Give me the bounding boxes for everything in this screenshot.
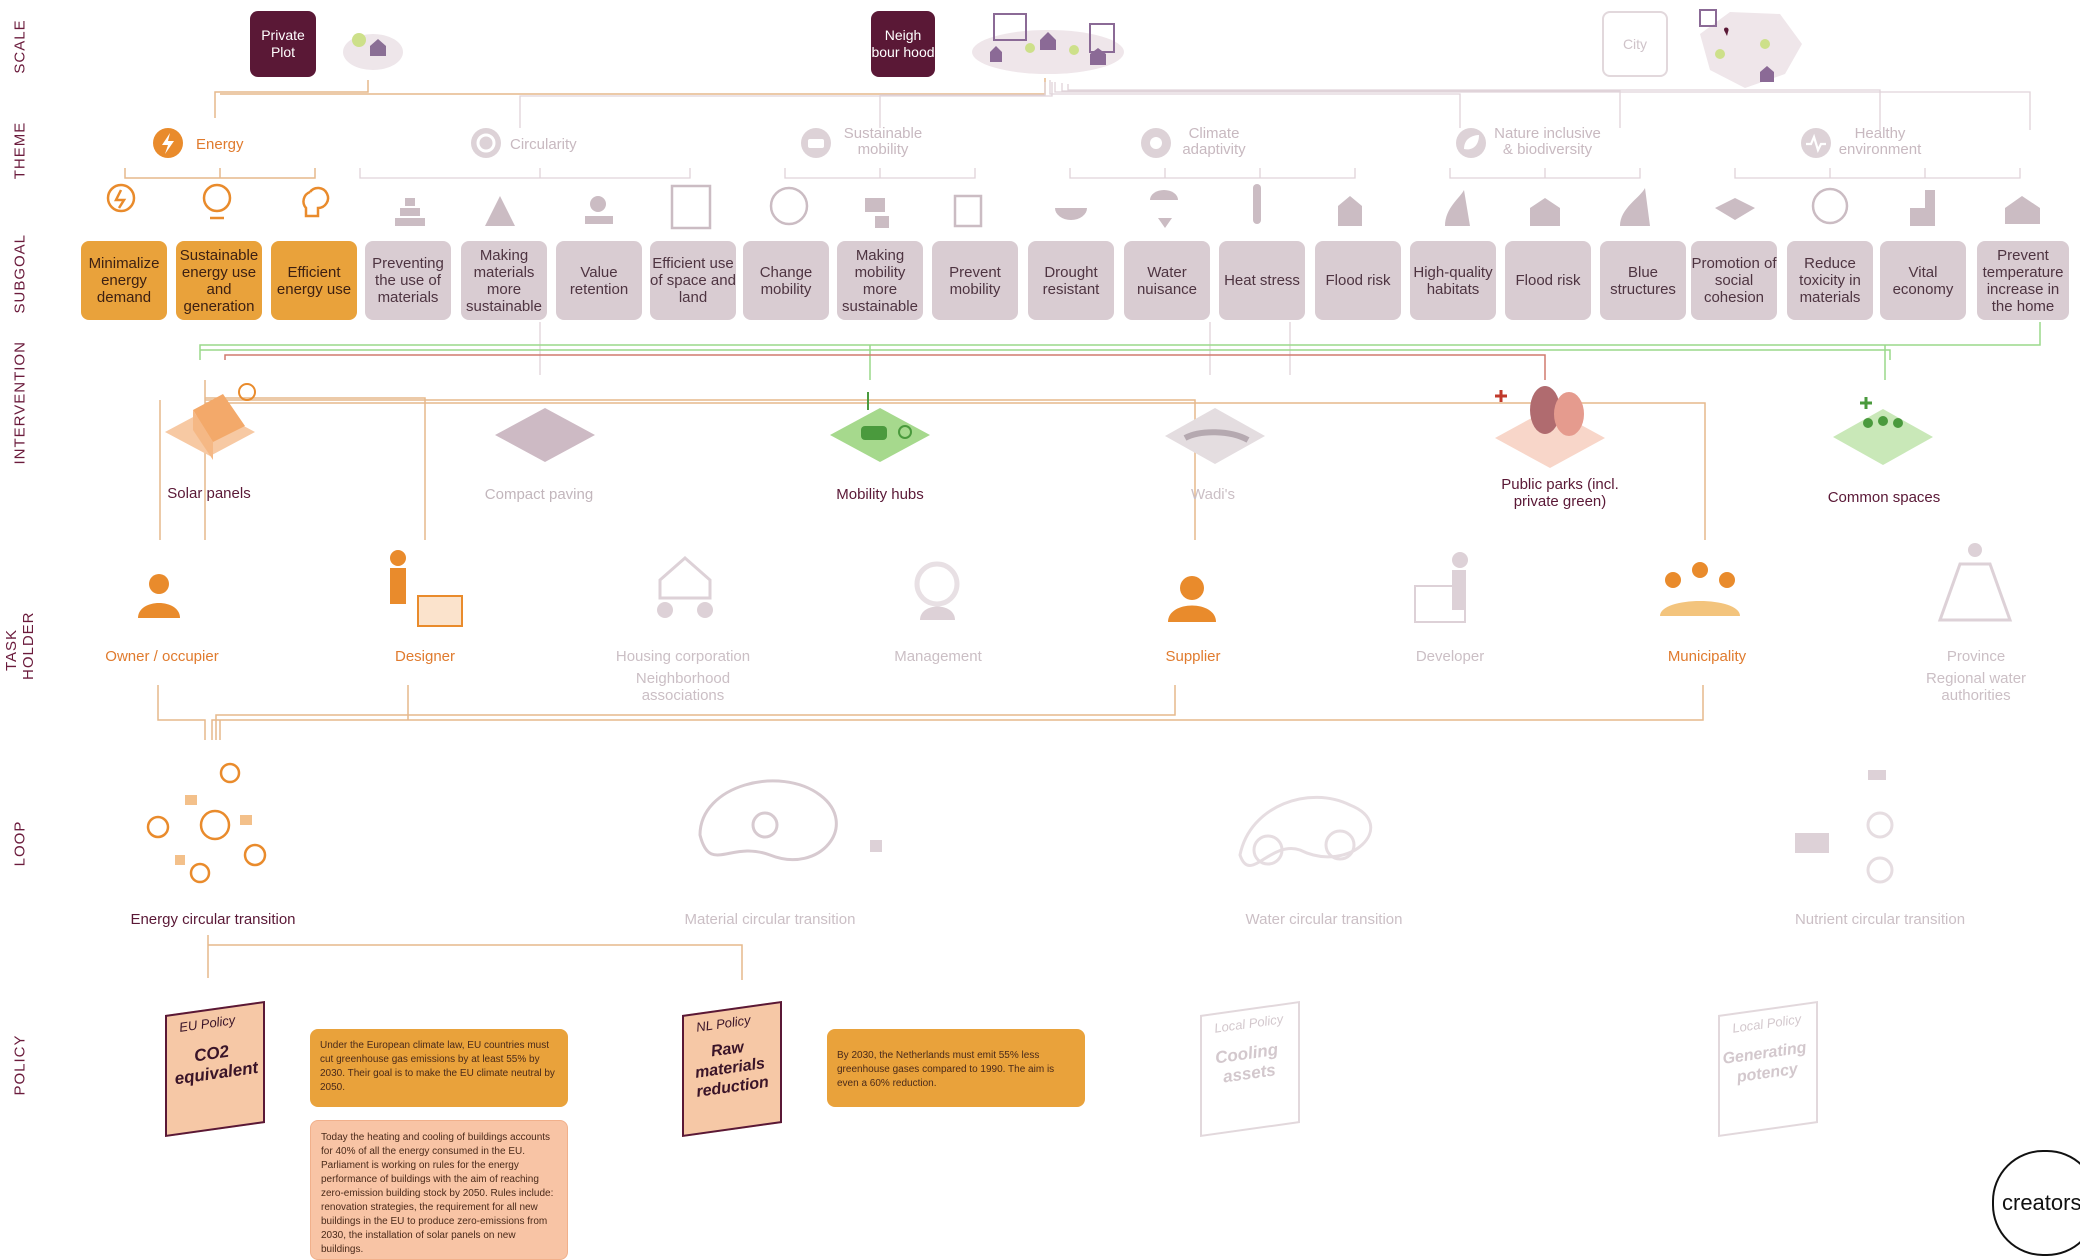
task-holder-housing-corporation[interactable]: Housing corporation (615, 648, 751, 665)
policy-note-eu-2: Today the heating and cooling of buildin… (310, 1120, 568, 1260)
wadi-icon (1165, 408, 1265, 464)
theme-energy[interactable]: Energy (196, 136, 244, 153)
subgoal-flood-risk-2[interactable]: Flood risk (1505, 241, 1591, 320)
leaf-icon (1456, 128, 1486, 158)
subgoal-prevent-temperature[interactable]: Prevent temperature increase in the home (1977, 241, 2069, 320)
policy-title-nl: Raw materials reduction (694, 1038, 770, 1101)
city-map-icon (1699, 9, 1802, 88)
subgoal-drought-resistant[interactable]: Drought resistant (1028, 241, 1114, 320)
task-holder-designer[interactable]: Designer (394, 648, 456, 665)
subgoal-preventing-materials[interactable]: Preventing the use of materials (365, 241, 451, 320)
task-holder-regional-water-authorities[interactable]: Regional water authorities (1925, 670, 2027, 704)
policy-note-nl-1: By 2030, the Netherlands must emit 55% l… (827, 1029, 1085, 1107)
mobility-hub-icon (830, 392, 930, 462)
subgoal-minimalize-energy-demand[interactable]: Minimalize energy demand (81, 241, 167, 320)
creators-badge[interactable]: creators (1992, 1150, 2080, 1256)
loop-material[interactable]: Material circular transition (684, 911, 856, 928)
policy-booklet-local-generating[interactable]: Local Policy Generating potency (1708, 1000, 1818, 1138)
task-holder-owner[interactable]: Owner / occupier (105, 648, 219, 665)
subgoal-flood-risk[interactable]: Flood risk (1315, 241, 1401, 320)
policy-booklet-eu[interactable]: EU Policy CO2 equivalent (155, 1000, 265, 1138)
intervention-solar-panels[interactable]: Solar panels (167, 485, 251, 502)
policy-booklet-local-cooling[interactable]: Local Policy Cooling assets (1190, 1000, 1300, 1138)
heartbeat-icon (1801, 128, 1831, 158)
climate-icon (1141, 128, 1171, 158)
theme-circularity[interactable]: Circularity (510, 136, 577, 153)
subgoal-sustainable-energy[interactable]: Sustainable energy use and generation (176, 241, 262, 320)
subgoal-prevent-mobility[interactable]: Prevent mobility (932, 241, 1018, 320)
intervention-wadis[interactable]: Wadi's (1191, 486, 1235, 503)
subgoal-water-nuisance[interactable]: Water nuisance (1124, 241, 1210, 320)
policy-note-eu-1: Under the European climate law, EU count… (310, 1029, 568, 1107)
loop-water[interactable]: Water circular transition (1245, 911, 1403, 928)
subgoal-vital-economy[interactable]: Vital economy (1880, 241, 1966, 320)
theme-healthy-environment[interactable]: Healthy environment (1838, 125, 1922, 158)
row-label-theme: THEME (11, 121, 29, 180)
lightning-icon (153, 128, 183, 158)
subgoal-heat-stress[interactable]: Heat stress (1219, 241, 1305, 320)
theme-sustainable-mobility[interactable]: Sustainable mobility (843, 125, 923, 158)
row-label-scale: SCALE (11, 19, 29, 74)
car-icon (801, 128, 831, 158)
recycle-icon (471, 128, 501, 158)
subgoal-efficient-space[interactable]: Efficient use of space and land (650, 241, 736, 320)
subgoal-icons (106, 183, 2040, 230)
intervention-compact-paving[interactable]: Compact paving (484, 486, 594, 503)
subgoal-blue-structures[interactable]: Blue structures (1600, 241, 1686, 320)
task-holder-neighborhood-associations[interactable]: Neighborhood associations (635, 670, 731, 704)
scale-private-plot[interactable]: Private Plot (250, 11, 316, 77)
loop-illustrations (146, 762, 1894, 884)
subgoal-social-cohesion[interactable]: Promotion of social cohesion (1691, 241, 1777, 320)
theme-nature-inclusive[interactable]: Nature inclusive & biodiversity (1494, 125, 1601, 158)
subgoal-sustainable-materials[interactable]: Making materials more sustainable (461, 241, 547, 320)
brand-label: creators (2002, 1190, 2080, 1215)
row-label-subgoal: SUBGOAL (11, 233, 29, 314)
task-holder-developer[interactable]: Developer (1415, 648, 1485, 665)
intervention-mobility-hubs[interactable]: Mobility hubs (836, 486, 924, 503)
intervention-public-parks[interactable]: Public parks (incl. private green) (1501, 476, 1619, 510)
row-label-policy: POLICY (11, 1034, 29, 1096)
subgoal-reduce-toxicity[interactable]: Reduce toxicity in materials (1787, 241, 1873, 320)
task-holder-management[interactable]: Management (894, 648, 982, 665)
public-park-icon (1495, 386, 1605, 468)
solar-panels-icon (165, 383, 256, 460)
row-label-intervention: INTERVENTION (11, 341, 29, 465)
subgoal-efficient-energy-use[interactable]: Efficient energy use (271, 241, 357, 320)
task-holder-province[interactable]: Province (1946, 648, 2006, 665)
compact-paving-icon (495, 408, 595, 462)
task-holder-icons (138, 543, 2013, 627)
intervention-common-spaces[interactable]: Common spaces (1827, 489, 1941, 506)
common-spaces-icon (1833, 397, 1933, 465)
loop-nutrient[interactable]: Nutrient circular transition (1794, 911, 1966, 928)
subgoal-sustainable-mobility[interactable]: Making mobility more sustainable (837, 241, 923, 320)
subgoal-high-quality-habitats[interactable]: High-quality habitats (1410, 241, 1496, 320)
neighbourhood-icon (972, 13, 1124, 74)
scale-neighbourhood[interactable]: Neigh bour hood (871, 11, 935, 77)
subgoal-change-mobility[interactable]: Change mobility (743, 241, 829, 320)
subgoal-value-retention[interactable]: Value retention (556, 241, 642, 320)
scale-city[interactable]: City (1602, 11, 1668, 77)
loop-energy[interactable]: Energy circular transition (130, 911, 296, 928)
task-holder-supplier[interactable]: Supplier (1165, 648, 1221, 665)
task-holder-municipality[interactable]: Municipality (1667, 648, 1747, 665)
theme-climate-adaptivity[interactable]: Climate adaptivity (1182, 125, 1246, 158)
policy-booklet-nl[interactable]: NL Policy Raw materials reduction (672, 1000, 782, 1138)
house-plot-icon (343, 33, 403, 70)
